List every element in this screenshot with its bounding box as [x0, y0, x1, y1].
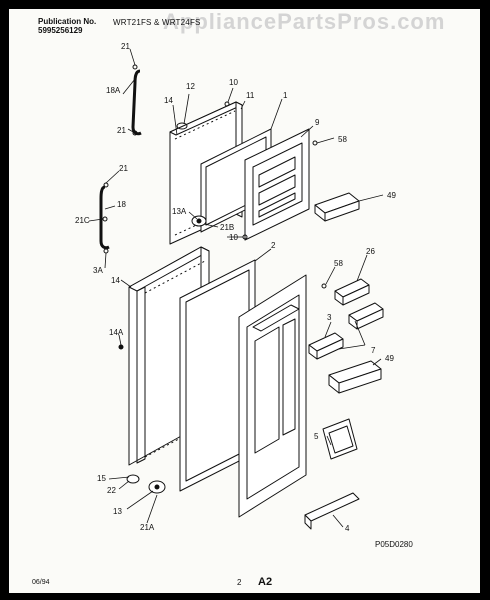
callout-labels: 21 12 10 18A 14 11 1 9 58 21 49 21 18 13…	[75, 42, 396, 533]
exploded-view-drawing: 21 12 10 18A 14 11 1 9 58 21 49 21 18 13…	[75, 42, 396, 533]
callout-14-top: 14	[164, 96, 173, 105]
callout-13a: 13A	[172, 207, 187, 216]
freezer-door-inner-liner	[244, 128, 310, 241]
callout-11: 11	[246, 91, 255, 100]
dairy-door-shelf-26	[334, 278, 370, 306]
callout-21-mid: 21	[117, 126, 126, 135]
fastener-58-top	[312, 140, 318, 146]
callout-5: 5	[314, 432, 319, 441]
footer-date: 06/94	[32, 579, 50, 586]
fastener-58-mid	[321, 283, 327, 289]
watermark-text: AppliancePartsPros.com	[163, 9, 446, 34]
screw-21-upper	[103, 182, 109, 188]
door-stop-22	[126, 474, 140, 484]
leader-lines	[88, 48, 384, 528]
door-bin-3	[308, 332, 344, 360]
callout-10-top: 10	[229, 78, 238, 87]
diagram-code: P05D0280	[375, 540, 413, 549]
shelf-cover-5	[322, 418, 358, 460]
callout-1: 1	[283, 91, 288, 100]
fresh-food-door-inner-liner	[238, 274, 307, 518]
door-bin-7	[348, 302, 384, 330]
publication-label: Publication No.	[38, 17, 97, 26]
callout-4: 4	[345, 524, 350, 533]
callout-18a: 18A	[106, 86, 121, 95]
fresh-food-door-handle	[99, 185, 110, 250]
callout-9: 9	[315, 118, 320, 127]
screw-3a	[103, 248, 109, 254]
callout-58-top: 58	[338, 135, 347, 144]
callout-12: 12	[186, 82, 195, 91]
callout-49-low: 49	[385, 354, 394, 363]
callout-3: 3	[327, 313, 332, 322]
footer-section: A2	[258, 576, 273, 588]
callout-7: 7	[371, 346, 376, 355]
screw-21-mid	[132, 130, 138, 136]
freezer-plug-button	[176, 122, 188, 130]
model-line: WRT21FS & WRT24FS	[113, 18, 201, 27]
callout-21c: 21C	[75, 216, 90, 225]
callout-21-upper: 21	[119, 164, 128, 173]
shelf-front-4	[304, 492, 360, 530]
callout-14a: 14A	[109, 328, 124, 337]
callout-2: 2	[271, 241, 276, 250]
plug-14a	[118, 344, 124, 350]
screw-21-top	[132, 64, 138, 70]
footer-page-number: 2	[237, 578, 242, 587]
callout-21a: 21A	[140, 523, 155, 532]
freezer-hinge	[191, 215, 207, 227]
callout-22: 22	[107, 486, 116, 495]
callout-13: 13	[113, 507, 122, 516]
callout-58-mid: 58	[334, 259, 343, 268]
screw-21c	[102, 216, 108, 222]
door-shelf-49-lower	[328, 360, 382, 394]
callout-21-top: 21	[121, 42, 130, 51]
screw-10-top	[224, 101, 230, 107]
publication-block: Publication No. 5995256129	[38, 17, 96, 35]
callout-15: 15	[97, 474, 106, 483]
callout-49-top: 49	[387, 191, 396, 200]
publication-number: 5995256129	[38, 26, 83, 35]
callout-3a: 3A	[93, 266, 103, 275]
callout-10-mid: 10	[229, 233, 238, 242]
callout-26: 26	[366, 247, 375, 256]
callout-18: 18	[117, 200, 126, 209]
parts-diagram-sheet: AppliancePartsPros.com Publication No. 5…	[9, 9, 480, 593]
callout-21b: 21B	[220, 223, 234, 232]
freezer-door-shelf	[314, 192, 360, 222]
lower-hinge	[148, 480, 166, 494]
callout-14-low: 14	[111, 276, 120, 285]
